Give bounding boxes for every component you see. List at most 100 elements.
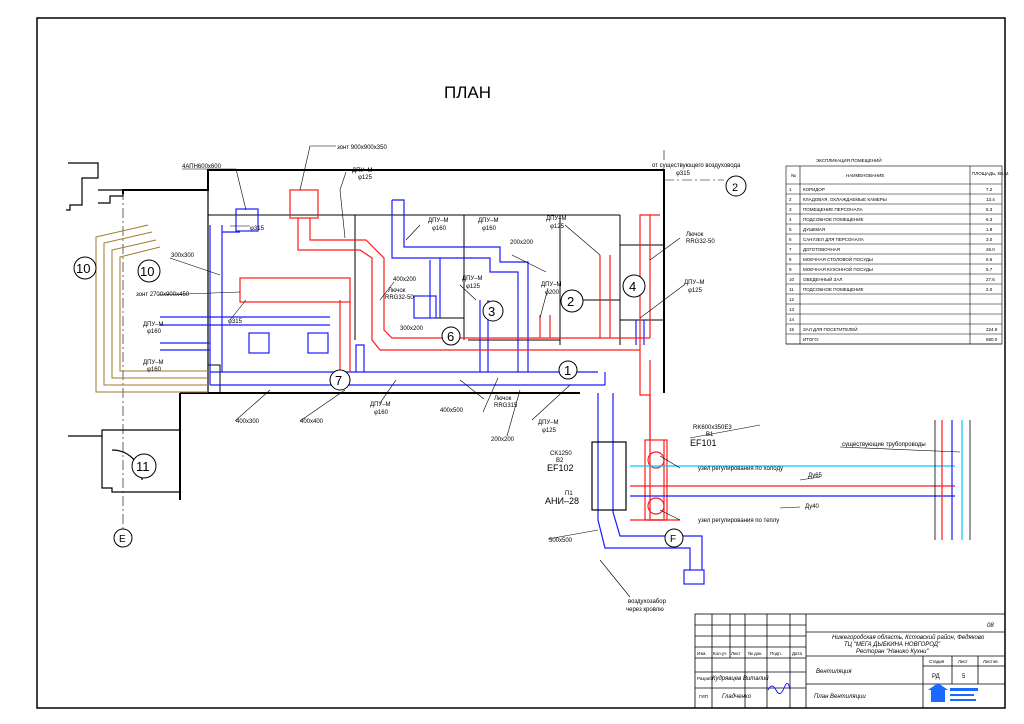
svg-text:300х300: 300х300 <box>171 253 195 259</box>
svg-text:400х300: 400х300 <box>236 419 260 425</box>
svg-text:400х500: 400х500 <box>440 408 464 414</box>
explication-cell-area: 27.6 <box>986 277 995 282</box>
explication-cell-name: ОБЕДЕННЫЙ ЗАЛ <box>803 275 842 282</box>
tb-stage-h: Стадия <box>929 659 945 664</box>
tb-sheets-h: Листов <box>983 659 998 664</box>
svg-text:Лючок: Лючок <box>388 288 406 294</box>
svg-text:CK1250: CK1250 <box>550 451 572 457</box>
sheet-frame <box>36 17 1006 709</box>
explication-cell-area: 680.0 <box>986 337 998 342</box>
svg-text:φ315: φ315 <box>250 226 265 232</box>
explication-cell-area: 224.9 <box>986 327 998 332</box>
explication-cell-name: КОРИДОР <box>803 187 825 192</box>
svg-text:ДПУ–М: ДПУ–М <box>143 360 164 366</box>
tb-col-izm: Изм. <box>697 651 707 656</box>
svg-text:зонт 2700х900х450: зонт 2700х900х450 <box>136 292 190 298</box>
room-marker-4: 4 <box>629 279 636 294</box>
svg-text:ДПУ–М: ДПУ–М <box>684 280 705 286</box>
svg-text:ДПУ–М: ДПУ–М <box>462 276 483 282</box>
svg-text:узел регулирования по холоду: узел регулирования по холоду <box>698 466 783 472</box>
explication-cell-name: ИТОГО: <box>803 337 819 342</box>
explication-cell-area: 6.6 <box>986 257 993 262</box>
axis-marker-e: E <box>119 534 126 545</box>
svg-text:ДПУ–М: ДПУ–М <box>478 218 499 224</box>
explication-cell-area: 7.2 <box>986 187 993 192</box>
svg-text:φ315: φ315 <box>228 319 243 325</box>
svg-text:П1: П1 <box>565 491 573 497</box>
svg-text:Лючок: Лючок <box>686 232 704 238</box>
room-marker-6: 6 <box>447 329 454 344</box>
annotations: зонт 900х900х350 ДПУ–М φ125 4АПН600х600 … <box>136 145 926 613</box>
explication-cell-area: 2.0 <box>986 287 993 292</box>
svg-text:ДПУ–М: ДПУ–М <box>538 420 559 426</box>
explication-cell-no: 4 <box>789 217 792 222</box>
svg-text:ДПУ–М: ДПУ–М <box>370 402 391 408</box>
svg-text:ДПУ–М: ДПУ–М <box>428 218 449 224</box>
svg-text:через кровлю: через кровлю <box>626 607 664 613</box>
title-block <box>694 613 1006 709</box>
svg-text:4АПН600х600: 4АПН600х600 <box>182 164 222 170</box>
explication-table <box>785 165 1003 345</box>
svg-text:φ125: φ125 <box>466 284 481 290</box>
svg-text:RK600х350E3: RK600х350E3 <box>693 425 732 431</box>
svg-text:200х200: 200х200 <box>510 240 534 246</box>
room-marker-10b: 10 <box>140 264 154 279</box>
explication-cell-area: 13.4 <box>986 197 995 202</box>
explication-cell-no: 3 <box>789 207 792 212</box>
tb-drawing-title: План Вентиляции <box>814 694 866 700</box>
svg-text:воздухозабор: воздухозабор <box>628 599 667 605</box>
axis-marker-f: F <box>670 534 676 545</box>
explication-cell-name: ДОГОТОВОЧНАЯ <box>803 247 840 252</box>
tb-section: Вентиляция <box>816 669 852 675</box>
svg-text:существующие трубопроводы: существующие трубопроводы <box>842 442 926 448</box>
sheet-code: 08 <box>987 623 994 629</box>
explication-cell-no: 14 <box>789 317 795 322</box>
tb-col-sign: Подп. <box>770 651 782 656</box>
explication-cell-no: 15 <box>789 327 795 332</box>
svg-text:RRG315: RRG315 <box>494 403 518 409</box>
svg-text:400х400: 400х400 <box>300 419 324 425</box>
svg-text:узел регулирования по теплу: узел регулирования по теплу <box>698 518 779 524</box>
svg-text:RRG32-50: RRG32-50 <box>686 239 715 245</box>
supply-ductwork <box>160 199 705 585</box>
svg-text:В1: В1 <box>706 432 714 438</box>
explication-cell-area: 5.3 <box>986 207 993 212</box>
svg-text:φ160: φ160 <box>482 226 497 232</box>
tb-stage: РД <box>932 674 940 680</box>
explication-cell-name: ПОМЕЩЕНИЕ ПЕРСОНАЛА <box>803 207 863 212</box>
svg-text:В2: В2 <box>556 458 564 464</box>
tb-col-date: Дата <box>792 651 802 656</box>
explication-cell-no: 2 <box>789 197 792 202</box>
svg-text:500х500: 500х500 <box>549 538 573 544</box>
svg-text:АНИ–28: АНИ–28 <box>545 496 579 506</box>
explication-cell-name: КЛАДОВАЯ, ОХЛАЖДАЕМЫЕ КАМЕРЫ <box>803 197 887 202</box>
svg-text:ДПУ–М: ДПУ–М <box>143 322 164 328</box>
tb-gip-role: ГИП <box>699 694 708 699</box>
tb-address-1: Нижегородская область, Кстовский район, … <box>832 634 985 641</box>
svg-text:φ160: φ160 <box>147 367 162 373</box>
leader-lines <box>157 145 961 598</box>
room-marker-1: 1 <box>564 363 571 378</box>
axis-marker-2: 2 <box>732 182 738 194</box>
explication-cell-name: ПОДСОБНОЕ ПОМЕЩЕНИЕ <box>803 287 863 292</box>
building-walls <box>122 169 665 500</box>
explication-cell-area: 5.7 <box>986 267 993 272</box>
air-handling-unit <box>591 441 627 511</box>
explication-cell-no: 13 <box>789 307 795 312</box>
explication-cell-no: 11 <box>789 287 794 292</box>
svg-text:φ160: φ160 <box>432 226 447 232</box>
tb-col-doc: № док. <box>748 651 762 656</box>
tb-address-2: ТЦ "МЕГА ДЫБКИНА НОВГОРОД" <box>844 642 941 648</box>
explication-cell-area: 6.3 <box>986 217 993 222</box>
room-marker-3: 3 <box>488 304 495 319</box>
explication-cell-no: 9 <box>789 267 792 272</box>
svg-text:φ125: φ125 <box>542 428 557 434</box>
explication-cell-no: 5 <box>789 227 792 232</box>
exhaust-ductwork <box>239 189 668 521</box>
svg-text:φ125: φ125 <box>688 288 703 294</box>
svg-text:EF102: EF102 <box>547 463 574 473</box>
svg-text:ДПУ–М: ДПУ–М <box>352 168 373 174</box>
svg-text:φ315: φ315 <box>676 171 691 177</box>
tb-sheet: 5 <box>962 674 966 680</box>
